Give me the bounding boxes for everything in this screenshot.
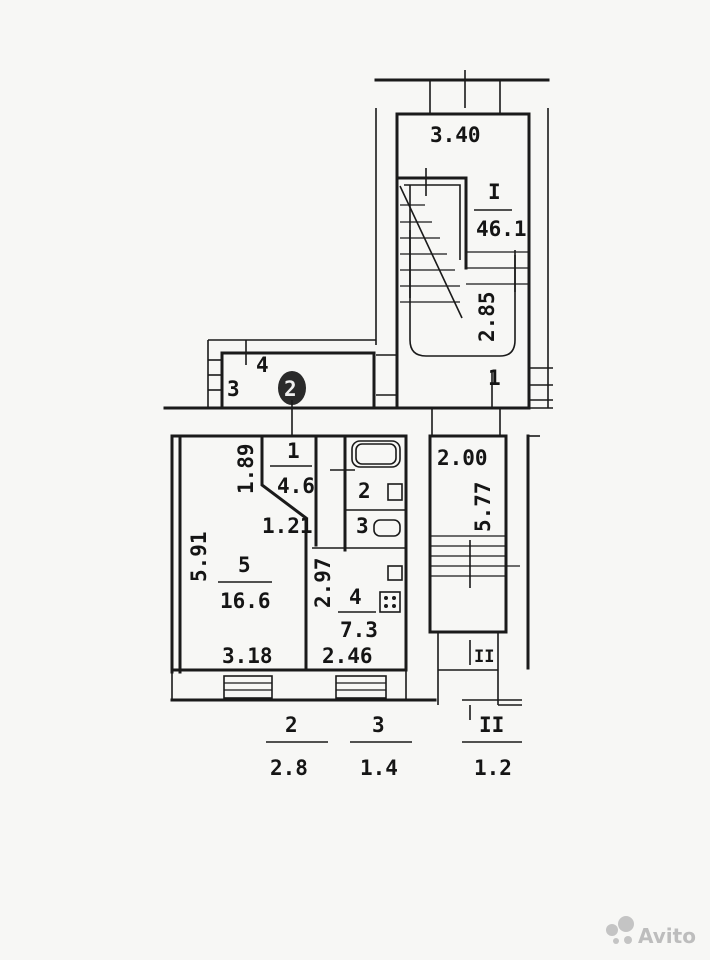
stair-block-walls — [374, 70, 553, 410]
legend-item-1-number: 2 — [285, 713, 298, 737]
sanitary-fixtures — [330, 440, 403, 613]
stair-room-number: I — [488, 180, 501, 204]
window-legend: 2 2.8 3 1.4 II 1.2 — [266, 713, 522, 780]
kitchen-dim-h: 2.97 — [311, 557, 335, 608]
avito-brand-text: Avito — [638, 924, 696, 948]
living-dim-w: 3.18 — [222, 644, 273, 668]
kitchen-dim-w: 2.46 — [322, 644, 373, 668]
hall-dim-b: 1.21 — [262, 514, 313, 538]
stair-cell-width: 2.00 — [437, 446, 488, 470]
kitchen-area: 7.3 — [340, 618, 378, 642]
top-left-label-b: 4 — [256, 353, 269, 377]
legend-item-2-number: 3 — [372, 713, 385, 737]
stair-landing-number: 1 — [488, 366, 501, 390]
toilet-number: 3 — [356, 514, 369, 538]
main-staircase — [396, 168, 528, 408]
apartment-windows — [223, 675, 387, 699]
legend-item-1-value: 2.8 — [270, 756, 308, 780]
top-left-block: 3 4 2 — [207, 339, 397, 436]
stair-block-width-label: 3.40 — [430, 123, 481, 147]
stair-room-area: 46.1 — [476, 217, 527, 241]
top-left-label-a: 3 — [227, 377, 240, 401]
stair-depth-label: 2.85 — [475, 291, 499, 342]
stair-cell-number: II — [474, 647, 494, 667]
avito-logo-icon — [606, 924, 618, 936]
hall-area: 4.6 — [277, 474, 315, 498]
living-area: 16.6 — [220, 589, 271, 613]
legend-item-3-value: 1.2 — [474, 756, 512, 780]
bathroom-number: 2 — [358, 479, 371, 503]
corridor-walls — [163, 406, 553, 435]
kitchen-number: 4 — [349, 585, 362, 609]
avito-watermark: Avito — [606, 916, 696, 948]
stair-cell-length: 5.77 — [471, 481, 495, 532]
living-number: 5 — [238, 553, 251, 577]
top-left-label-c: 2 — [284, 377, 297, 401]
apartment-labels: 1 4.6 1.89 1.21 2 3 2.97 4 7.3 2.46 5.91… — [187, 439, 378, 668]
apartment-walls — [170, 434, 437, 702]
legend-item-3-number: II — [479, 713, 504, 737]
hall-dim-a: 1.89 — [234, 443, 258, 494]
stair-cell: 2.00 5.77 II — [428, 434, 540, 720]
hall-number: 1 — [287, 439, 300, 463]
legend-item-2-value: 1.4 — [360, 756, 398, 780]
stair-block-labels: 3.40 I 46.1 2.85 1 — [430, 123, 527, 390]
living-dim-h: 5.91 — [187, 531, 211, 582]
